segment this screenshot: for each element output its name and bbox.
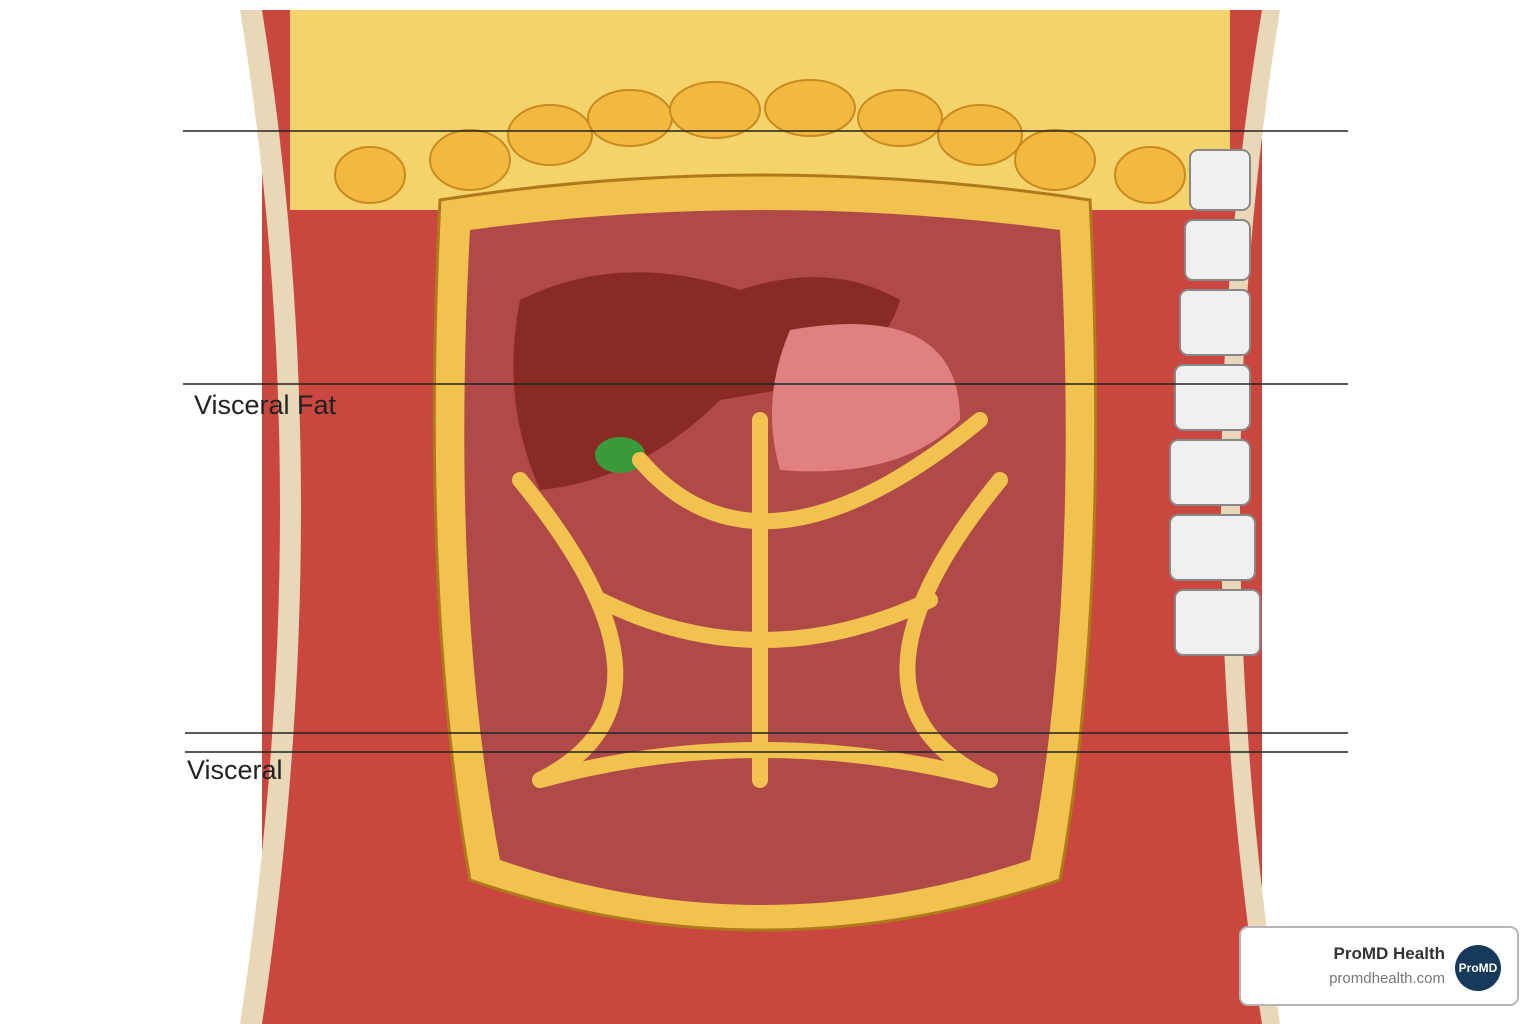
visceral-label: Visceral	[187, 755, 283, 785]
visceral-fat-omentum	[512, 412, 1008, 788]
fat-lobules	[334, 79, 1186, 204]
visceral-fat-label: Visceral Fat	[194, 390, 337, 420]
brand-logo: ProMD	[1455, 945, 1501, 991]
skin-left	[240, 10, 301, 1024]
brand-badge[interactable]: ProMD Health promdhealth.com ProMD	[1239, 926, 1519, 1006]
liver	[513, 272, 740, 490]
stomach	[772, 324, 960, 472]
gallbladder	[595, 437, 645, 473]
leader-lines	[183, 130, 1348, 753]
brand-name: ProMD Health	[1333, 944, 1445, 963]
spine	[1169, 149, 1261, 656]
brand-url[interactable]: promdhealth.com	[1329, 970, 1445, 987]
